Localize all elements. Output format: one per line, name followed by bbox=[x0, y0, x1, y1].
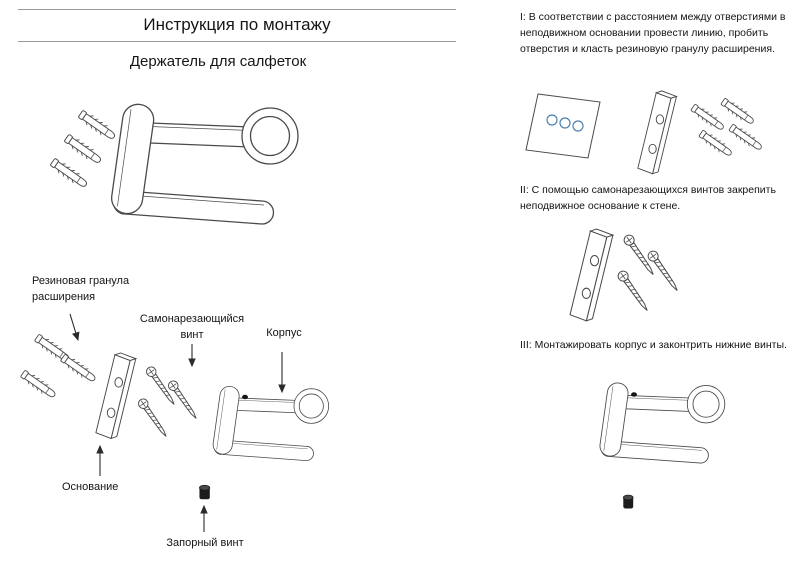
label-expansion-anchor: Резиновая гранула расширения bbox=[32, 275, 130, 303]
screw-drawing bbox=[136, 396, 171, 440]
step-1-illustration bbox=[525, 90, 765, 175]
label-base: Основание bbox=[62, 481, 119, 493]
exploded-diagram-svg bbox=[20, 313, 330, 532]
set-screw-hole-drawing bbox=[242, 394, 248, 400]
set-screw-hole-drawing bbox=[631, 392, 637, 397]
product-title: Держатель для салфеток bbox=[129, 53, 307, 70]
wall-anchor-drawing bbox=[689, 102, 727, 133]
drill-holes-drawing bbox=[546, 114, 584, 132]
base-rail-drawing bbox=[95, 352, 137, 439]
wall-anchor-drawing bbox=[20, 368, 59, 401]
screw-drawing bbox=[615, 268, 652, 314]
holder-body-drawing bbox=[598, 381, 726, 464]
page-title: Инструкция по монтажу bbox=[143, 15, 331, 34]
page-header: Инструкция по монтажу bbox=[18, 9, 456, 42]
wall-anchor-drawing bbox=[719, 96, 757, 127]
step-3-illustration bbox=[598, 381, 726, 509]
label-self-tapping-screw: Самонарезающийся винт bbox=[139, 313, 245, 341]
holder-body-drawing bbox=[108, 101, 299, 225]
wall-anchor-drawing bbox=[76, 108, 118, 143]
exploded-diagram: Резиновая гранула расширения Самонарезаю… bbox=[20, 268, 365, 580]
wall-anchor-drawing bbox=[48, 156, 90, 191]
product-drawing-svg bbox=[48, 101, 299, 225]
holder-body-drawing bbox=[211, 384, 330, 462]
wall-anchor-drawing bbox=[59, 352, 99, 385]
base-rail-drawing bbox=[637, 90, 677, 175]
label-body: Корпус bbox=[266, 327, 302, 339]
wall-anchor-drawing bbox=[727, 122, 765, 153]
wall-anchor-drawing bbox=[62, 132, 104, 167]
label-lock-screw: Запорный винт bbox=[166, 537, 244, 549]
lock-screw-drawing bbox=[199, 484, 211, 500]
step-2-text: II: С помощью самонарезающихся винтов за… bbox=[520, 184, 776, 212]
step-3-text: III: Монтажировать корпус и законтрить н… bbox=[520, 339, 787, 351]
lock-screw-drawing bbox=[622, 494, 634, 509]
step-2-illustration bbox=[569, 228, 682, 322]
pointer-arrows bbox=[69, 313, 286, 532]
base-rail-drawing bbox=[569, 228, 614, 322]
wall-anchor-drawing bbox=[697, 128, 735, 159]
step-1-text: I: В соответствии с расстоянием между от… bbox=[520, 11, 786, 55]
anchor-pointer-arrow bbox=[69, 313, 80, 342]
